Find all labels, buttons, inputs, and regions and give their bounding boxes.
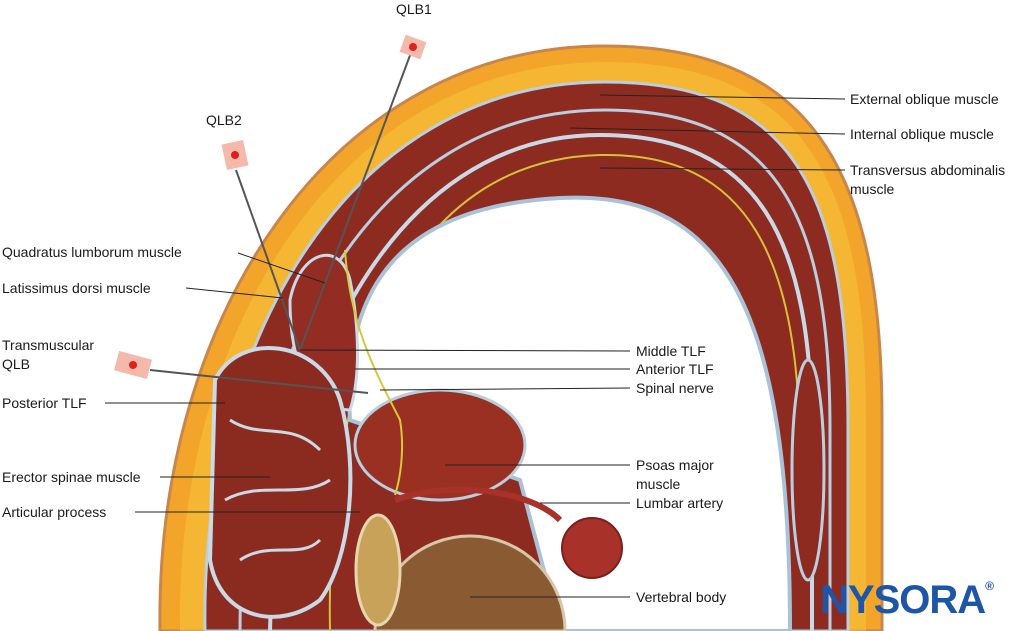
abdominal-cavity bbox=[347, 195, 793, 631]
label-transmuscular-2: QLB bbox=[2, 356, 31, 372]
logo-text: NYSORA bbox=[820, 578, 986, 622]
label-anterior-tlf: Anterior TLF bbox=[636, 361, 714, 377]
erector-spinae bbox=[207, 346, 353, 619]
spinal-nerve-path bbox=[344, 249, 404, 496]
label-psoas-2: muscle bbox=[636, 476, 681, 492]
leader-lines bbox=[105, 94, 846, 598]
needle-qlb2 bbox=[235, 169, 301, 351]
label-transmuscular-1: Transmuscular bbox=[2, 337, 95, 353]
aorta bbox=[561, 517, 623, 579]
label-external-oblique: External oblique muscle bbox=[850, 91, 999, 107]
needle-hub-transmuscular bbox=[113, 350, 153, 380]
label-posterior-tlf: Posterior TLF bbox=[2, 395, 87, 411]
needle-qlb1 bbox=[299, 49, 413, 351]
needle-hub-qlb2 bbox=[221, 139, 249, 171]
label-articular-process: Articular process bbox=[2, 504, 107, 520]
psoas-major bbox=[353, 388, 527, 502]
label-internal-oblique: Internal oblique muscle bbox=[850, 126, 994, 142]
label-qlb2: QLB2 bbox=[206, 112, 242, 128]
label-latissimus-dorsi: Latissimus dorsi muscle bbox=[2, 280, 151, 296]
logo-registered-mark: ® bbox=[985, 579, 994, 593]
label-vertebral-body: Vertebral body bbox=[636, 589, 727, 605]
label-lumbar-artery: Lumbar artery bbox=[636, 495, 724, 511]
label-qlb1: QLB1 bbox=[396, 1, 432, 17]
needle-hub-qlb1 bbox=[399, 34, 427, 60]
label-psoas-1: Psoas major bbox=[636, 457, 714, 473]
label-quadratus-lumborum: Quadratus lumborum muscle bbox=[2, 244, 182, 260]
label-middle-tlf: Middle TLF bbox=[636, 343, 706, 359]
nysora-logo: NYSORA® bbox=[820, 578, 994, 622]
label-transversus-1: Transversus abdominalis bbox=[850, 162, 1006, 178]
label-spinal-nerve: Spinal nerve bbox=[636, 380, 714, 396]
label-erector-spinae: Erector spinae muscle bbox=[2, 469, 141, 485]
label-transversus-2: muscle bbox=[850, 181, 895, 197]
needle-transmuscular bbox=[149, 369, 369, 394]
